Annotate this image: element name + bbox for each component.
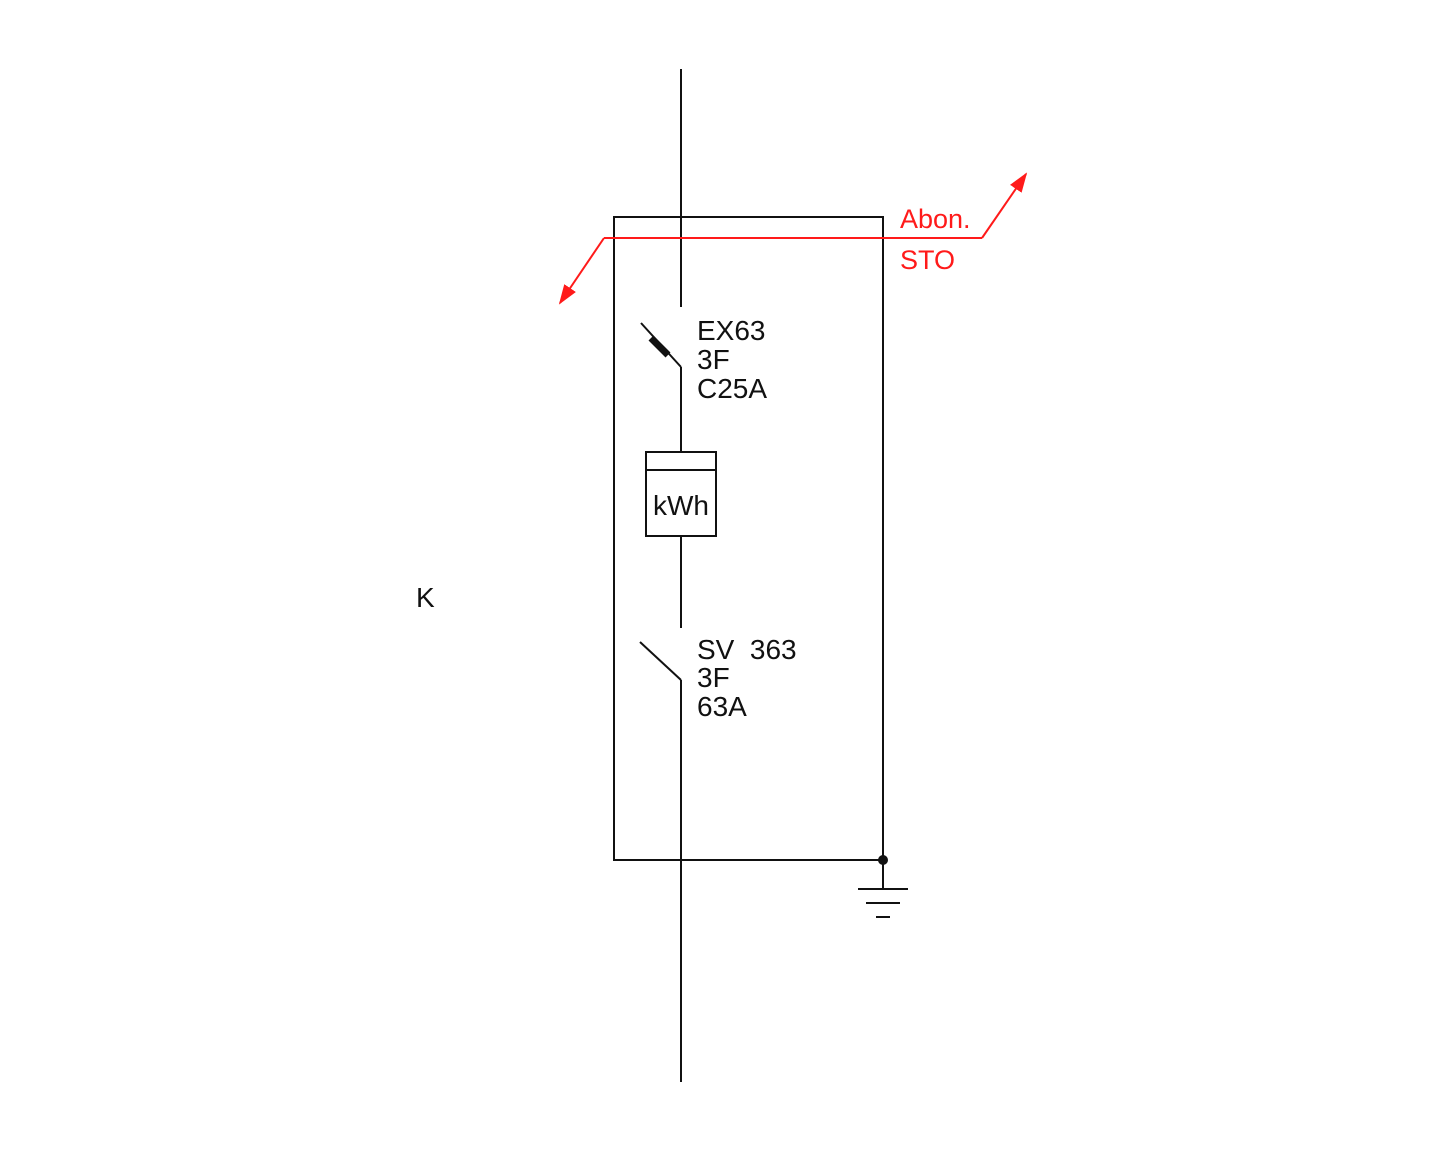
- boundary-top-label: Abon.: [900, 204, 971, 234]
- switch-poles-label: 3F: [697, 662, 730, 693]
- energy-meter-icon: [645, 451, 717, 537]
- breaker-rating-label: C25A: [697, 373, 767, 404]
- circuit-breaker-icon: [640, 322, 682, 368]
- meter-label: kWh: [653, 490, 709, 521]
- boundary-bottom-label: STO: [900, 245, 955, 275]
- disconnect-switch-icon: [639, 641, 682, 681]
- breaker-model-label: EX63: [697, 315, 766, 346]
- switch-model-label: SV 363: [697, 634, 797, 665]
- cabinet-enclosure: [613, 216, 884, 861]
- ground-icon: [858, 855, 908, 918]
- breaker-poles-label: 3F: [697, 344, 730, 375]
- ownership-boundary-line: [558, 172, 1028, 305]
- switch-rating-label: 63A: [697, 691, 747, 722]
- section-label: K: [416, 582, 435, 613]
